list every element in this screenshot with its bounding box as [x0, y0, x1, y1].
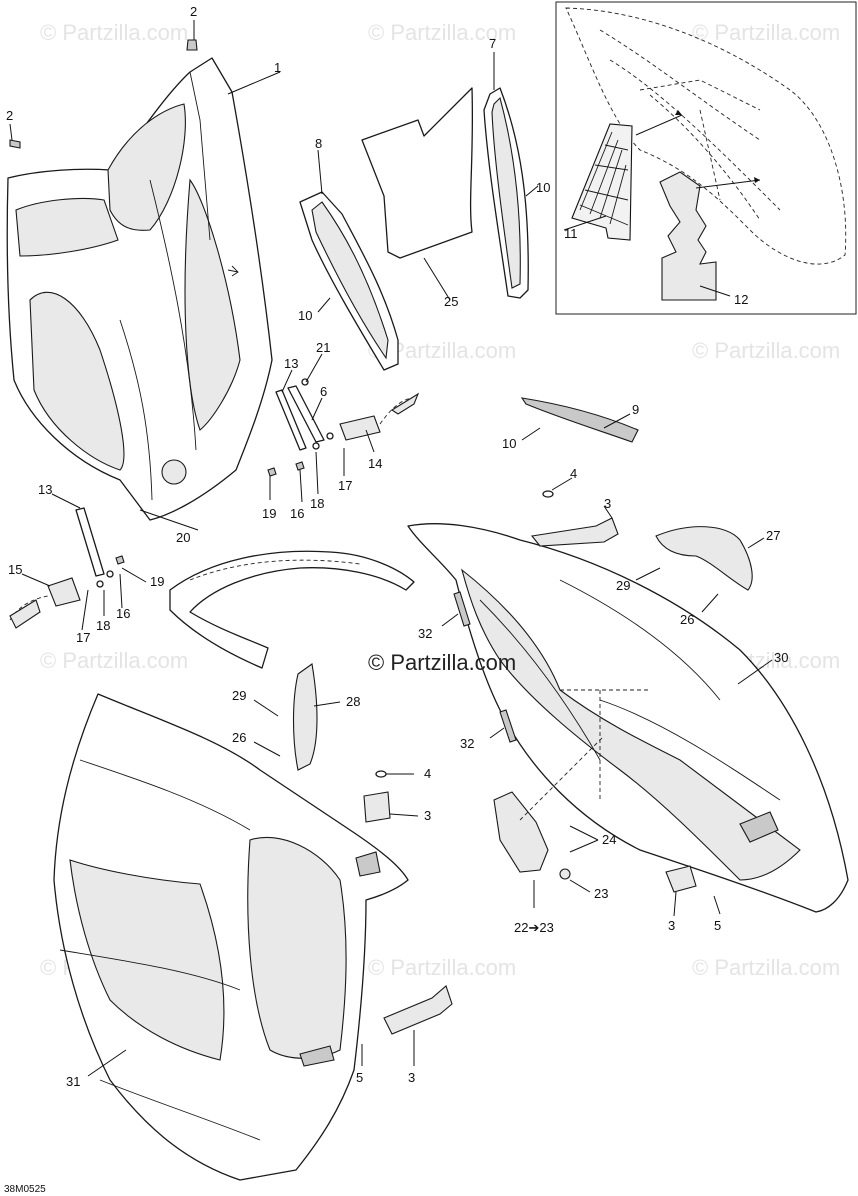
- callout-30: 30: [774, 650, 788, 665]
- part-31-lower-panel: [53, 693, 409, 1181]
- watermark: © Partzilla.com: [40, 648, 188, 673]
- callout-17: 17: [76, 630, 90, 645]
- callout-27: 27: [766, 528, 780, 543]
- callout-24: 24: [602, 832, 616, 847]
- callout-32: 32: [418, 626, 432, 641]
- callout-14: 14: [368, 456, 382, 471]
- inset-detail: [555, 1, 857, 315]
- callout-21: 21: [316, 340, 330, 355]
- callout-15: 15: [8, 562, 22, 577]
- part-32-grills: [453, 591, 517, 743]
- part-25-vent-panel: [361, 87, 474, 259]
- part-8-vent-frame: [299, 191, 399, 371]
- part-7-vent-frame: [483, 87, 529, 299]
- callout-22-23: 22➔23: [514, 920, 554, 935]
- callout-3: 3: [424, 808, 431, 823]
- callout-labels: 1 2 2 8 7 10 10 25 11 12 21 13 6 9 10 14…: [6, 4, 788, 1089]
- part-2-clips: [9, 39, 198, 149]
- callout-4: 4: [570, 466, 577, 481]
- part-22-bracket: [493, 735, 605, 880]
- hardware-lower-bracket: [9, 507, 125, 629]
- callout-4: 4: [424, 766, 431, 781]
- callout-18: 18: [96, 618, 110, 633]
- callout-16: 16: [116, 606, 130, 621]
- callout-3: 3: [408, 1070, 415, 1085]
- callout-26: 26: [680, 612, 694, 627]
- callout-6: 6: [320, 384, 327, 399]
- callout-29: 29: [616, 578, 630, 593]
- callout-2: 2: [190, 4, 197, 19]
- watermark: © Partzilla.com: [368, 955, 516, 980]
- callout-5: 5: [356, 1070, 363, 1085]
- watermark: © Partzilla.com: [40, 20, 188, 45]
- callout-7: 7: [489, 36, 496, 51]
- part-3-handles: [363, 517, 697, 1035]
- part-1-upper-panel: [6, 57, 273, 521]
- part-28-trim: [292, 663, 318, 771]
- callout-9: 9: [632, 402, 639, 417]
- part-20-lower-trim: [169, 550, 415, 669]
- callout-23: 23: [594, 886, 608, 901]
- callout-29: 29: [232, 688, 246, 703]
- callout-16: 16: [290, 506, 304, 521]
- callout-31: 31: [66, 1074, 80, 1089]
- callout-1: 1: [274, 60, 281, 75]
- callout-25: 25: [444, 294, 458, 309]
- watermark: © Partzilla.com: [368, 20, 516, 45]
- callout-19: 19: [262, 506, 276, 521]
- callout-19: 19: [150, 574, 164, 589]
- callout-10: 10: [536, 180, 550, 195]
- center-watermark: © Partzilla.com: [368, 650, 516, 675]
- watermark: © Partzilla.com: [692, 20, 840, 45]
- callout-26: 26: [232, 730, 246, 745]
- callout-17: 17: [338, 478, 352, 493]
- callout-12: 12: [734, 292, 748, 307]
- callout-10: 10: [502, 436, 516, 451]
- part-30-side-panel: [407, 523, 849, 913]
- callout-28: 28: [346, 694, 360, 709]
- callout-10: 10: [298, 308, 312, 323]
- watermark: © Partzilla.com: [692, 955, 840, 980]
- hardware-upper-bracket: [267, 378, 420, 477]
- callout-3: 3: [668, 918, 675, 933]
- drawing-code: 38M0525: [4, 1184, 46, 1195]
- callout-20: 20: [176, 530, 190, 545]
- part-9-trim: [520, 397, 639, 443]
- callout-11: 11: [564, 226, 578, 241]
- watermark: © Partzilla.com: [692, 338, 840, 363]
- callout-2: 2: [6, 108, 13, 123]
- callout-5: 5: [714, 918, 721, 933]
- callout-3: 3: [604, 496, 611, 511]
- callout-leaders: [9, 20, 773, 1077]
- callout-8: 8: [315, 136, 322, 151]
- callout-32: 32: [460, 736, 474, 751]
- callout-13: 13: [38, 482, 52, 497]
- part-27-trim: [655, 526, 753, 591]
- callout-13: 13: [284, 356, 298, 371]
- callout-18: 18: [310, 496, 324, 511]
